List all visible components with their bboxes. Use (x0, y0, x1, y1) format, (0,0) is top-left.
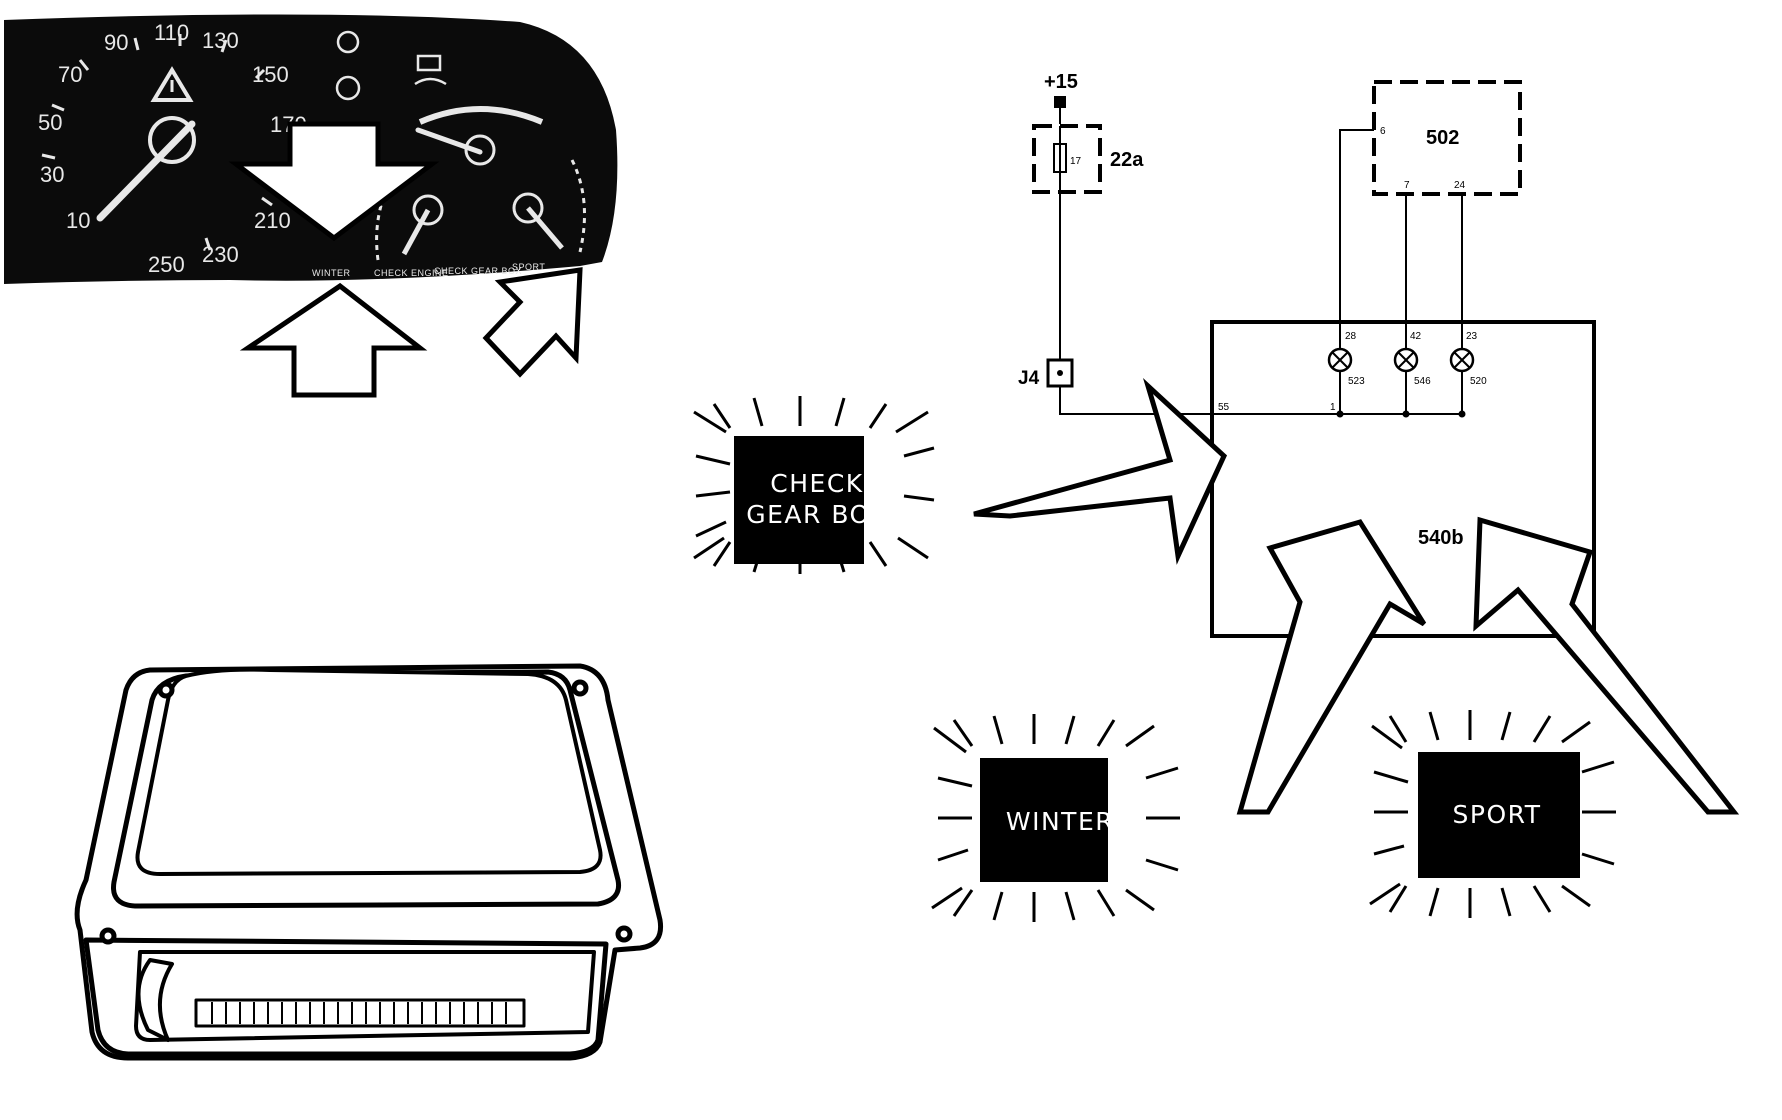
lamp-id-label: 523 (1348, 376, 1365, 387)
arrow-check-gearbox-to-540b (973, 378, 1228, 565)
pin-55-label: 55 (1218, 402, 1230, 413)
control-unit-connector-pins (194, 998, 526, 1028)
arrow-down-to-winter-lamp (228, 121, 440, 242)
lamp-rays (693, 396, 935, 574)
control-unit-lid-panel (135, 667, 603, 876)
temperature-gauge (375, 177, 444, 261)
arrow-up-to-winter-lamp (239, 282, 428, 398)
lamp-sport: SPORT (1369, 710, 1616, 918)
arrow-sport-to-540b (1473, 516, 1740, 815)
cluster-lamp-label-check-gearbox: CHECK GEAR BOX (434, 266, 522, 276)
lamp-winter: WINTER (931, 714, 1180, 922)
module-540b-label: 540b (1418, 527, 1464, 549)
fuel-gauge (512, 159, 586, 253)
lamp-sport-label: SPORT (1453, 800, 1542, 829)
module-502-pin-label: 24 (1454, 180, 1466, 191)
speed-tick-label: 110 (154, 20, 189, 45)
module-502-pin-label: 6 (1380, 126, 1386, 137)
speed-tick-label: 250 (148, 252, 185, 277)
fuse-22a-box (1032, 124, 1102, 194)
lamp-check-gearbox-line2: GEAR BOX (746, 500, 888, 529)
lamp-id-label: 520 (1470, 376, 1487, 387)
screw-icon (99, 927, 117, 945)
speed-tick-label: 90 (104, 30, 128, 55)
arrow-winter-to-540b (1236, 519, 1427, 815)
bulb-icon (1449, 347, 1475, 373)
module-502-label: 502 (1426, 127, 1459, 149)
connector-pin-row (211, 1002, 507, 1024)
fuse-component-label: 22a (1110, 149, 1144, 171)
speed-tick-label: 130 (202, 28, 239, 53)
speed-tick-label: 150 (252, 62, 289, 87)
lamp-pin-label: 23 (1466, 331, 1478, 342)
lamp-pin-label: 28 (1345, 331, 1357, 342)
speed-tick-label: 230 (202, 242, 239, 267)
lamp-id-label: 546 (1414, 376, 1431, 387)
speed-tick-label: 210 (254, 208, 291, 233)
arrow-to-gearbox-lamp (482, 267, 583, 378)
oil-pressure-icon (414, 77, 447, 86)
wire-j4-to-540b (1059, 386, 1214, 415)
lamp-check-gearbox-line1: CHECK (770, 469, 863, 498)
cluster-lamp-label-sport: SPORT (512, 262, 545, 272)
speed-tick-label: 10 (66, 208, 90, 233)
connector-j4-label: J4 (1018, 368, 1040, 389)
lamp-check-gearbox-face (734, 436, 864, 564)
pin-1-label: 1 (1330, 402, 1336, 413)
screw-icon (615, 925, 633, 943)
lamp-rays (931, 714, 1180, 922)
tachometer-hub (464, 134, 496, 166)
wire-502-pin6 (1339, 129, 1374, 338)
lamp-pin-label: 42 (1410, 331, 1422, 342)
cluster-lamp-label-check-engine: CHECK ENGINE (374, 268, 449, 278)
warning-triangle-icon (150, 66, 194, 102)
speedometer-needle (96, 120, 196, 222)
lamp-rays (1369, 710, 1616, 918)
connector-j4-pin (1057, 370, 1063, 376)
control-unit-cable-clip (136, 958, 174, 1042)
lamp-winter-face (980, 758, 1108, 882)
cluster-lamp-label-winter: WINTER (312, 268, 351, 278)
tachometer-needle (415, 127, 483, 155)
fuel-reserve-icon (335, 75, 361, 101)
tachometer-arc (418, 106, 544, 125)
screw-icon (571, 679, 589, 697)
supply-terminal-icon (1054, 96, 1066, 108)
battery-icon (416, 54, 442, 72)
bulb-icon (1393, 347, 1419, 373)
tachometer (415, 106, 544, 166)
lamp-check-gearbox: CHECK GEAR BOX (693, 396, 935, 574)
brake-warning-icon (336, 30, 360, 54)
speed-tick-label: 30 (40, 162, 64, 187)
speedometer-ticks (41, 34, 273, 251)
module-502-pin-label: 7 (1404, 180, 1410, 191)
transmission-control-unit (74, 663, 664, 1061)
module-502-box (1372, 80, 1522, 196)
supply-label: +15 (1044, 71, 1078, 93)
speedometer-hub (148, 116, 196, 164)
bulb-icon (1327, 347, 1353, 373)
fuse-number-label: 17 (1070, 156, 1082, 167)
lamp-winter-label: WINTER (1006, 807, 1114, 836)
speed-tick-label: 70 (58, 62, 82, 87)
speed-tick-label: 50 (38, 110, 62, 135)
lamp-sport-face (1418, 752, 1580, 878)
screw-icon (157, 681, 175, 699)
